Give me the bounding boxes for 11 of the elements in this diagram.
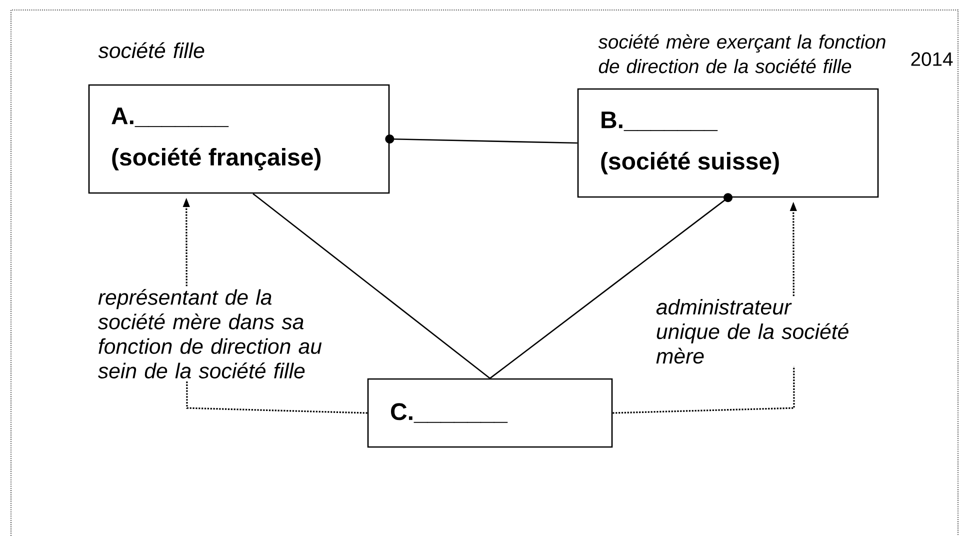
company-box: B._______ (société suisse) bbox=[577, 88, 879, 198]
company-box: C._______ bbox=[367, 378, 613, 448]
year-label: 2014 bbox=[911, 52, 953, 66]
company-caption: société mère exerçant la fonction de direction de la société fille bbox=[598, 34, 886, 74]
edge-label: administrateur unique de la société mère bbox=[653, 296, 856, 366]
company-box: A._______ (société française) bbox=[88, 84, 390, 194]
connector-line bbox=[385, 134, 578, 144]
connector-line bbox=[252, 193, 490, 379]
company-caption: société fille bbox=[98, 42, 204, 58]
connector-line bbox=[490, 193, 732, 379]
edge-label: représentant de la société mère dans sa fonction de direction au sein de la société fille bbox=[95, 286, 338, 382]
